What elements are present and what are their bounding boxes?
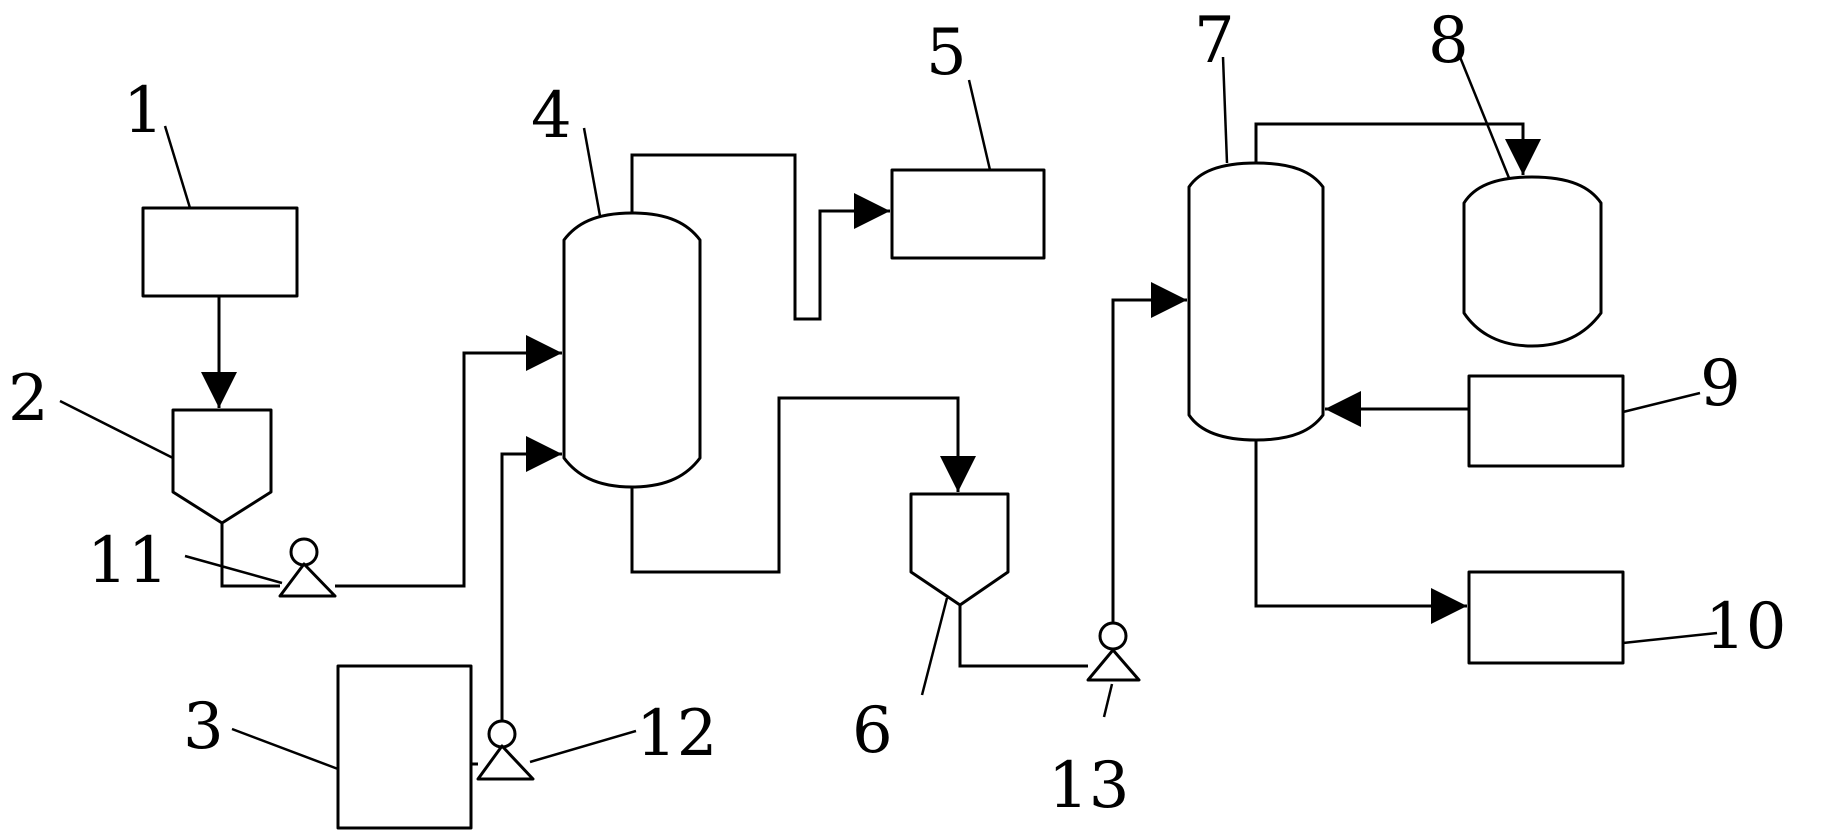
label-10: 10 bbox=[1705, 590, 1786, 664]
unit-8-tank bbox=[1462, 175, 1603, 348]
pipe-4-to-6 bbox=[630, 396, 976, 574]
unit-2-hopper bbox=[171, 408, 273, 525]
pipe-pump11-to-4 bbox=[335, 335, 562, 588]
unit-5-box bbox=[890, 168, 1046, 260]
label-12: 12 bbox=[636, 697, 717, 771]
pump-13 bbox=[1086, 621, 1141, 682]
label-9: 9 bbox=[1700, 347, 1741, 421]
pipe-pump12-to-4 bbox=[500, 436, 562, 721]
unit-9-box bbox=[1467, 374, 1625, 468]
label-7: 7 bbox=[1194, 4, 1235, 78]
pipe-7-to-8 bbox=[1254, 122, 1541, 175]
pipe-7-to-10 bbox=[1254, 440, 1467, 624]
pipe-pump13-to-7 bbox=[1111, 282, 1187, 623]
pump-12 bbox=[476, 719, 535, 781]
piping bbox=[201, 122, 1541, 766]
label-11: 11 bbox=[87, 524, 168, 598]
pipe-6-to-pump13 bbox=[958, 605, 1088, 668]
label-4: 4 bbox=[531, 79, 572, 153]
unit-4-vessel bbox=[562, 211, 702, 489]
pipe-4-to-5 bbox=[630, 153, 890, 321]
number-labels: 1 2 3 4 5 6 7 8 9 10 11 12 13 bbox=[8, 4, 1786, 823]
pump-11 bbox=[278, 537, 337, 598]
pipe-2-to-pump11 bbox=[220, 523, 280, 588]
unit-10-box bbox=[1467, 570, 1625, 665]
leader-lines bbox=[59, 56, 1718, 771]
unit-6-hopper bbox=[909, 492, 1010, 607]
label-6: 6 bbox=[852, 694, 893, 768]
label-13: 13 bbox=[1048, 749, 1129, 823]
label-5: 5 bbox=[926, 16, 967, 90]
label-8: 8 bbox=[1428, 4, 1469, 78]
label-1: 1 bbox=[123, 74, 164, 148]
unit-1-box bbox=[141, 206, 299, 298]
unit-7-vessel bbox=[1187, 161, 1325, 442]
equipment bbox=[141, 161, 1625, 830]
unit-3-box bbox=[336, 664, 473, 830]
label-3: 3 bbox=[183, 690, 224, 764]
label-2: 2 bbox=[8, 362, 49, 436]
